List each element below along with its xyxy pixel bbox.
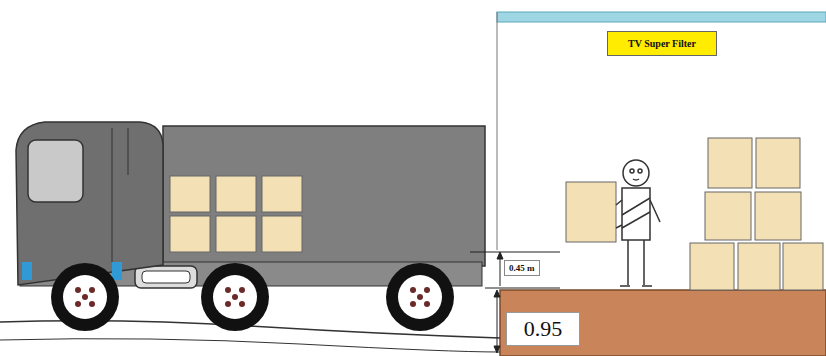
wheels: [51, 263, 454, 331]
headlight: [22, 262, 32, 280]
side-light: [112, 262, 122, 280]
node-text: TV Super Filter: [628, 38, 696, 49]
dimension-label: 0.45 m: [504, 260, 540, 276]
worker-figure: [616, 160, 660, 286]
wall-line: [497, 12, 498, 250]
fuel-tank: [142, 271, 190, 283]
cab-door: [128, 128, 129, 175]
stacked-cartons: [690, 138, 823, 290]
node-text: 0.95: [524, 316, 563, 342]
cargo-cartons: [170, 176, 302, 252]
truck-cab: [16, 122, 163, 285]
cab-window: [28, 140, 83, 202]
sign-box: TV Super Filter: [607, 31, 717, 56]
road-line: [0, 339, 500, 352]
dock-platform: [500, 290, 826, 356]
cargo-box: [163, 126, 485, 266]
value-box: 0.95: [506, 312, 580, 346]
fuel-tank: [135, 266, 197, 288]
cab-door: [112, 128, 113, 262]
carried-carton: [566, 182, 616, 242]
roof-bar: [497, 12, 826, 22]
